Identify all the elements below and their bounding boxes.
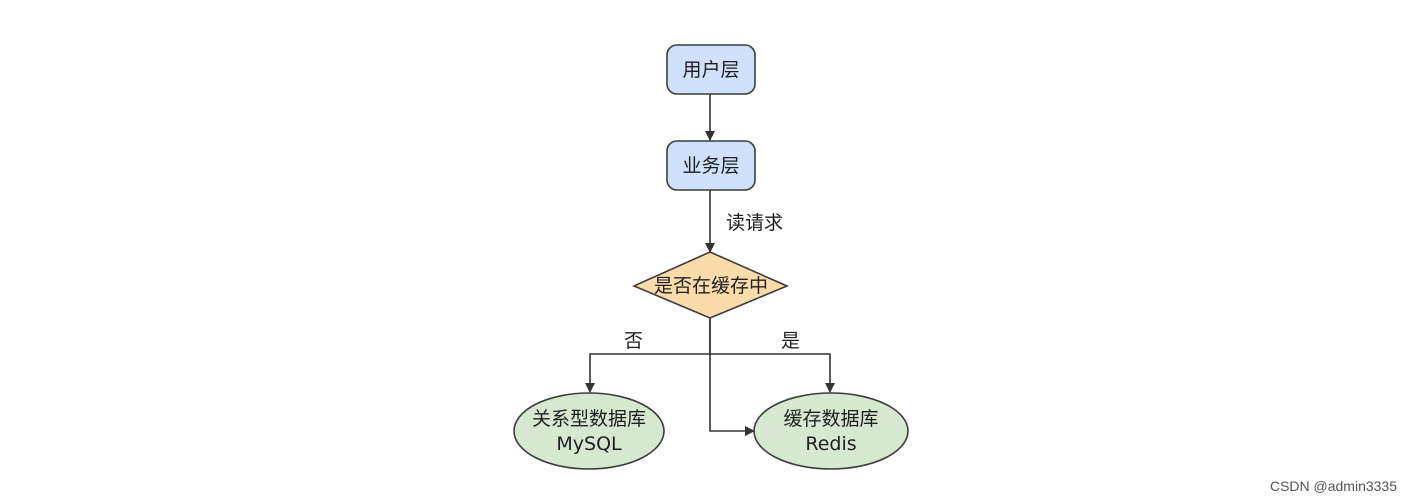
node-user-layer: 用户层: [666, 44, 756, 95]
node-redis-line2: Redis: [805, 433, 856, 455]
watermark: CSDN @admin3335: [1269, 478, 1397, 494]
edge-decision-to-redis-side: [709, 318, 755, 436]
node-business-layer: 业务层: [666, 140, 756, 191]
node-redis: 缓存数据库 Redis: [753, 392, 909, 470]
node-cache-check: 是否在缓存中: [631, 251, 790, 319]
edge-decision-to-redis-top: [710, 353, 835, 393]
edge-label-read-request: 读请求: [726, 212, 783, 234]
edge-decision-to-mysql: [585, 318, 711, 393]
node-mysql-line2: MySQL: [556, 433, 622, 455]
edge-label-no: 否: [624, 330, 643, 352]
node-mysql-line1: 关系型数据库: [532, 408, 646, 430]
edge-label-yes: 是: [781, 330, 800, 352]
node-redis-line1: 缓存数据库: [783, 408, 878, 430]
node-business-layer-label: 业务层: [682, 155, 739, 177]
node-user-layer-label: 用户层: [682, 59, 739, 81]
node-mysql: 关系型数据库 MySQL: [513, 392, 665, 470]
node-cache-check-label: 是否在缓存中: [654, 275, 768, 297]
